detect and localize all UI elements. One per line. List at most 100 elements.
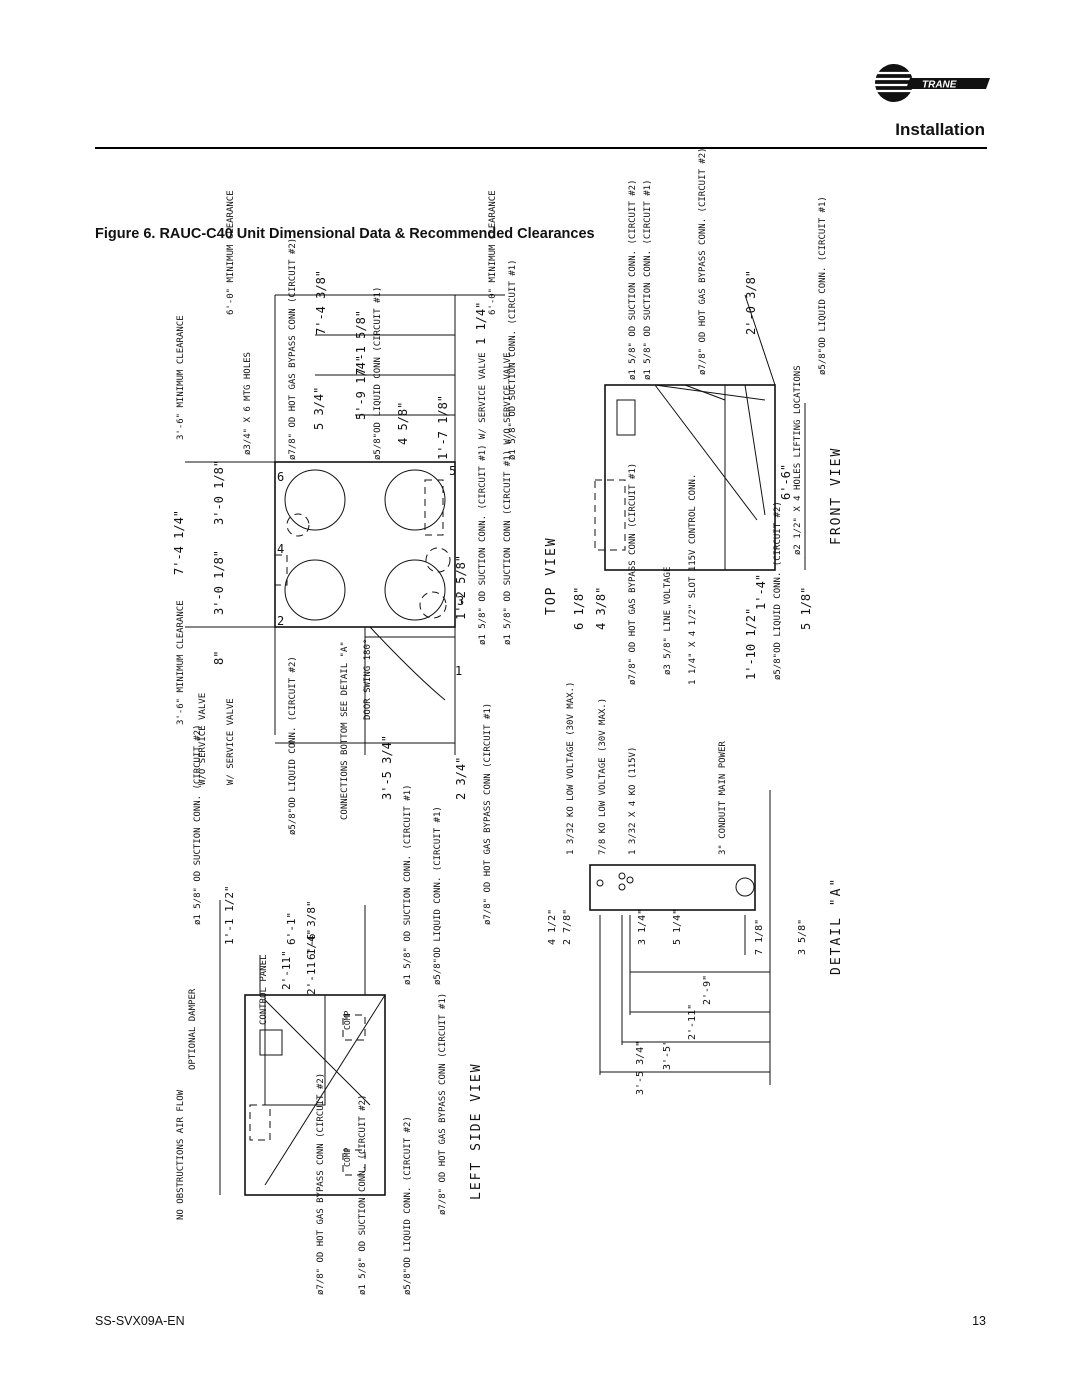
svg-text:2'-11": 2'-11" <box>280 950 293 990</box>
svg-text:8": 8" <box>212 651 226 665</box>
svg-text:ø5/8"OD LIQUID CONN (CIRCUIT #: ø5/8"OD LIQUID CONN (CIRCUIT #1) <box>373 287 383 460</box>
svg-text:NO OBSTRUCTIONS AIR FLOW: NO OBSTRUCTIONS AIR FLOW <box>176 1089 186 1220</box>
top-view-label: TOP VIEW <box>544 536 559 615</box>
front-view: ø1 5/8" OD SUCTION CONN. (CIRCUIT #2) ø1… <box>572 147 844 685</box>
svg-text:ø7/8" OD HOT GAS BYPASS CONN (: ø7/8" OD HOT GAS BYPASS CONN (CIRCUIT #2… <box>288 238 298 460</box>
svg-text:1 1/4": 1 1/4" <box>474 302 488 345</box>
svg-text:6'-1": 6'-1" <box>285 912 298 945</box>
svg-text:3" CONDUIT MAIN POWER: 3" CONDUIT MAIN POWER <box>718 741 728 855</box>
left-side-view: CONTROL PANEL COMP COMP NO OBSTRUCTIONS … <box>176 785 484 1295</box>
svg-text:6 1/8": 6 1/8" <box>572 587 586 630</box>
fan-3 <box>284 559 346 621</box>
svg-text:1'-7 1/8": 1'-7 1/8" <box>436 395 450 460</box>
svg-text:DOOR SWING 180°: DOOR SWING 180° <box>363 639 373 720</box>
svg-text:6'-0" MINIMUM CLEARANCE: 6'-0" MINIMUM CLEARANCE <box>226 190 236 315</box>
fan-2 <box>384 469 446 531</box>
svg-text:5 3/4": 5 3/4" <box>312 387 326 430</box>
svg-text:5'-9 1/4": 5'-9 1/4" <box>354 355 368 420</box>
svg-text:2'-11 1/4": 2'-11 1/4" <box>305 929 318 995</box>
svg-text:ø7/8" OD HOT GAS BYPASS CONN (: ø7/8" OD HOT GAS BYPASS CONN (CIRCUIT #1… <box>483 703 493 925</box>
svg-text:ø5/8"OD LIQUID CONN. (CIRCUIT: ø5/8"OD LIQUID CONN. (CIRCUIT #2) <box>288 656 298 835</box>
svg-text:1'-10 1/2": 1'-10 1/2" <box>744 608 758 680</box>
footer-doc-id: SS-SVX09A-EN <box>95 1314 185 1328</box>
svg-text:W/ SERVICE VALVE: W/ SERVICE VALVE <box>226 698 236 785</box>
section-title: Installation <box>895 120 985 139</box>
svg-text:ø1 5/8" OD SUCTION CONN. (CIRC: ø1 5/8" OD SUCTION CONN. (CIRCUIT #1) W/… <box>478 352 488 645</box>
svg-text:1 3/32 KO LOW VOLTAGE (30V MAX: 1 3/32 KO LOW VOLTAGE (30V MAX.) <box>566 682 576 855</box>
svg-text:W/O SERVICE VALVE: W/O SERVICE VALVE <box>198 693 208 785</box>
svg-text:COMP: COMP <box>343 1011 352 1030</box>
svg-text:7'-4 1/4": 7'-4 1/4" <box>172 510 186 575</box>
top-view-outline <box>274 461 456 628</box>
svg-text:ø1 5/8" OD SUCTION CONN. (CIRC: ø1 5/8" OD SUCTION CONN. (CIRCUIT #2) <box>193 725 203 925</box>
dimensional-drawing: 6'-0" MINIMUM CLEARANCE 6'-0" MINIMUM CL… <box>172 147 844 1295</box>
svg-text:6'-6 3/8": 6'-6 3/8" <box>305 900 318 960</box>
svg-text:4 1/2": 4 1/2" <box>547 909 558 945</box>
svg-text:2'-9": 2'-9" <box>702 975 713 1005</box>
svg-text:ø5/8"OD LIQUID CONN. (CIRCUIT: ø5/8"OD LIQUID CONN. (CIRCUIT #2) <box>403 1116 413 1295</box>
svg-text:3'-5 3/4": 3'-5 3/4" <box>635 1041 646 1095</box>
fan-1 <box>284 469 346 531</box>
svg-text:6: 6 <box>277 470 284 484</box>
svg-text:CONTROL PANEL: CONTROL PANEL <box>259 955 269 1025</box>
svg-text:6'-0" MINIMUM CLEARANCE: 6'-0" MINIMUM CLEARANCE <box>488 190 498 315</box>
svg-text:1'-4": 1'-4" <box>754 574 768 610</box>
svg-text:ø1 5/8" OD SUCTION CONN. (CIRC: ø1 5/8" OD SUCTION CONN. (CIRCUIT #1) <box>508 260 518 460</box>
fan-4 <box>384 559 446 621</box>
svg-text:2 3/4": 2 3/4" <box>454 757 468 800</box>
top-view: 6'-0" MINIMUM CLEARANCE 6'-0" MINIMUM CL… <box>172 190 559 925</box>
svg-text:4 5/8": 4 5/8" <box>396 402 410 445</box>
svg-text:ø2 1/2" X 4 HOLES LIFTING LOCA: ø2 1/2" X 4 HOLES LIFTING LOCATIONS <box>793 365 803 555</box>
svg-text:3'-0 1/8": 3'-0 1/8" <box>212 460 226 525</box>
front-view-label: FRONT VIEW <box>829 447 844 545</box>
svg-text:ø5/8"OD LIQUID CONN. (CIRCUIT: ø5/8"OD LIQUID CONN. (CIRCUIT #2) <box>773 501 783 680</box>
svg-text:ø3/4" X 6 MTG HOLES: ø3/4" X 6 MTG HOLES <box>243 352 253 455</box>
svg-text:ø5/8"OD LIQUID CONN. (CIRCUIT: ø5/8"OD LIQUID CONN. (CIRCUIT #1) <box>818 196 828 375</box>
svg-text:7'-1 5/8": 7'-1 5/8" <box>354 310 368 375</box>
svg-text:7/8 KO LOW VOLTAGE (30V MAX.): 7/8 KO LOW VOLTAGE (30V MAX.) <box>598 698 608 855</box>
svg-text:1 1/4" X 4 1/2" SLOT 115V CONT: 1 1/4" X 4 1/2" SLOT 115V CONTROL CONN. <box>688 474 698 685</box>
svg-text:2'-11": 2'-11" <box>687 1004 698 1040</box>
svg-text:3'-0 1/8": 3'-0 1/8" <box>212 550 226 615</box>
svg-text:1'-2 5/8": 1'-2 5/8" <box>454 555 468 620</box>
svg-text:OPTIONAL DAMPER: OPTIONAL DAMPER <box>188 988 198 1070</box>
svg-text:3 5/8": 3 5/8" <box>797 919 808 955</box>
svg-text:ø1 5/8" OD SUCTION CONN. (CIRC: ø1 5/8" OD SUCTION CONN. (CIRCUIT #1) <box>403 785 413 985</box>
header-rule <box>95 147 987 149</box>
svg-text:3'-6" MINIMUM CLEARANCE: 3'-6" MINIMUM CLEARANCE <box>176 315 186 440</box>
svg-text:3'-5 3/4": 3'-5 3/4" <box>380 735 394 800</box>
svg-text:CONNECTIONS BOTTOM SEE DETAIL: CONNECTIONS BOTTOM SEE DETAIL "A" <box>340 641 350 820</box>
detail-a: 1 3/32 KO LOW VOLTAGE (30V MAX.) 7/8 KO … <box>547 682 844 1095</box>
trane-logo: TRANE <box>875 64 990 102</box>
svg-text:3'-5": 3'-5" <box>662 1040 673 1070</box>
svg-text:1 3/32 X 4 KO (115V): 1 3/32 X 4 KO (115V) <box>628 747 638 855</box>
svg-text:ø5/8"OD LIQUID CONN. (CIRCUIT: ø5/8"OD LIQUID CONN. (CIRCUIT #1) <box>433 806 443 985</box>
brand-wordmark: TRANE <box>922 80 957 91</box>
svg-text:7'-4 3/8": 7'-4 3/8" <box>314 270 328 335</box>
footer-page-number: 13 <box>972 1314 986 1328</box>
svg-text:ø7/8" OD HOT GAS BYPASS CONN.: ø7/8" OD HOT GAS BYPASS CONN. (CIRCUIT #… <box>698 147 708 375</box>
svg-text:ø7/8" OD HOT GAS BYPASS CONN (: ø7/8" OD HOT GAS BYPASS CONN (CIRCUIT #1… <box>628 463 638 685</box>
svg-text:2'-0 3/8": 2'-0 3/8" <box>744 270 758 335</box>
svg-text:ø1 5/8" OD SUCTION CONN. (CIRC: ø1 5/8" OD SUCTION CONN. (CIRCUIT #2) <box>628 180 638 380</box>
svg-text:ø1 5/8" OD SUCTION CONN (CIRCU: ø1 5/8" OD SUCTION CONN (CIRCUIT #1) W/O… <box>503 352 513 645</box>
left-side-view-label: LEFT SIDE VIEW <box>469 1062 484 1200</box>
svg-text:5 1/8": 5 1/8" <box>799 587 813 630</box>
svg-text:ø1 5/8" OD SUCTION CONN. (CIRC: ø1 5/8" OD SUCTION CONN. (CIRCUIT #2) <box>358 1095 368 1295</box>
svg-text:ø7/8" OD HOT GAS BYPASS CONN (: ø7/8" OD HOT GAS BYPASS CONN (CIRCUIT #1… <box>438 993 448 1215</box>
detail-a-outline <box>589 864 756 911</box>
svg-text:3 1/4": 3 1/4" <box>637 909 648 945</box>
svg-text:5 1/4": 5 1/4" <box>672 909 683 945</box>
detail-a-label: DETAIL "A" <box>829 877 844 975</box>
front-view-outline <box>604 384 776 571</box>
svg-text:1'-1 1/2": 1'-1 1/2" <box>223 885 236 945</box>
figure-caption: Figure 6. RAUC-C40 Unit Dimensional Data… <box>95 226 595 242</box>
svg-text:3'-6" MINIMUM CLEARANCE: 3'-6" MINIMUM CLEARANCE <box>176 600 186 725</box>
svg-text:ø1 5/8" OD SUCTION CONN. (CIRC: ø1 5/8" OD SUCTION CONN. (CIRCUIT #1) <box>643 180 653 380</box>
svg-text:2 7/8": 2 7/8" <box>562 909 573 945</box>
svg-text:5: 5 <box>449 464 456 478</box>
svg-text:4: 4 <box>277 542 284 556</box>
svg-text:7 1/8": 7 1/8" <box>754 919 765 955</box>
svg-text:1: 1 <box>455 664 462 678</box>
svg-text:2: 2 <box>277 614 284 628</box>
